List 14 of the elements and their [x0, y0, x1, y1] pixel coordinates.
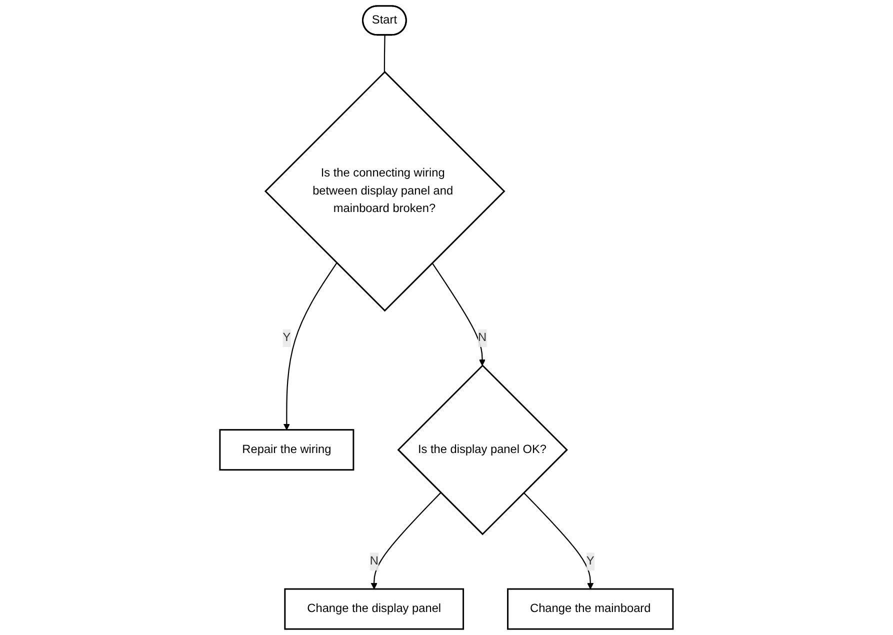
node-diamond: Is the connecting wiring between display panel and mainboard broken?: [264, 70, 506, 312]
node-box: Change the display panel: [284, 588, 464, 630]
node-box: Change the mainboard: [507, 588, 674, 630]
node-diamond: Is the display panel OK?: [397, 364, 568, 536]
edge-label: N: [370, 554, 378, 568]
arrow: [523, 492, 594, 590]
arrow: [432, 262, 486, 366]
edge-label: N: [478, 331, 487, 344]
arrow: [283, 262, 338, 430]
connector: [384, 35, 386, 72]
edge-label: Y: [586, 554, 594, 568]
node-box: Repair the wiring: [219, 429, 354, 471]
edge-label: Y: [282, 331, 291, 344]
arrow: [370, 492, 442, 590]
